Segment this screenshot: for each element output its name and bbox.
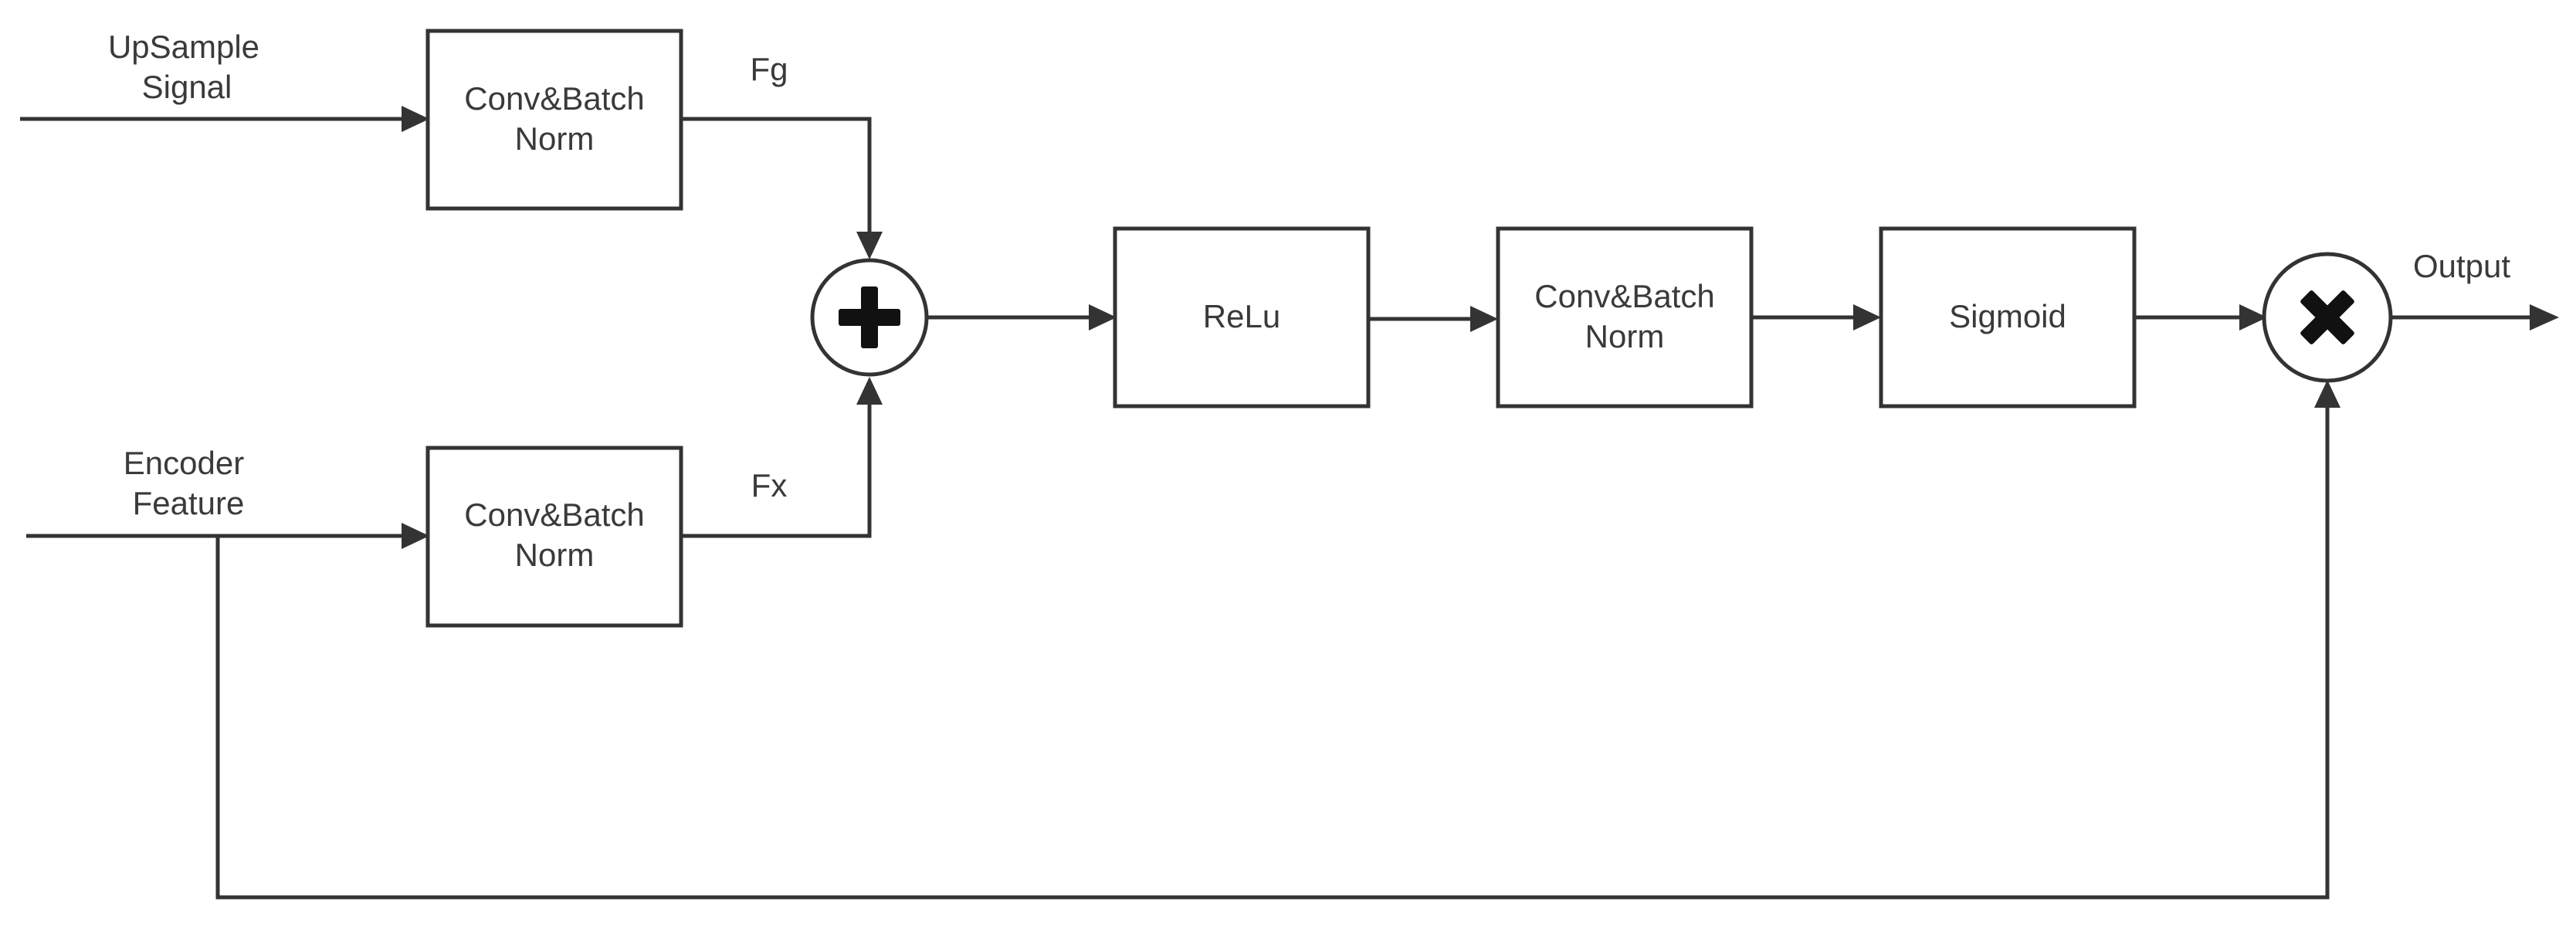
arrowhead xyxy=(1853,304,1881,331)
encoder-label-line: Encoder xyxy=(124,445,244,481)
block-label-line: Conv&Batch xyxy=(464,497,644,533)
upsample-label-line: UpSample xyxy=(108,29,259,65)
conv-batchnorm-psi-block: Conv&Batch Norm xyxy=(1496,226,1754,408)
block-label: Sigmoid xyxy=(1949,298,2066,334)
encoder-label-line: Feature xyxy=(133,485,245,521)
times-icon xyxy=(2300,290,2354,344)
upsample-label-line: Signal xyxy=(142,69,232,105)
block-label-line: Norm xyxy=(515,120,595,157)
arrowhead xyxy=(402,523,429,549)
block-label-line: Norm xyxy=(515,537,595,573)
relu-block: ReLu xyxy=(1113,226,1371,408)
conv-batchnorm-x-block: Conv&Batch Norm xyxy=(425,446,683,628)
plus-icon xyxy=(839,286,900,348)
arrowhead xyxy=(2314,380,2340,408)
fx-label: Fx xyxy=(751,467,788,503)
arrowhead xyxy=(402,106,429,132)
arrowhead xyxy=(2530,304,2559,331)
sigmoid-block: Sigmoid xyxy=(1879,226,2137,408)
fg-label: Fg xyxy=(750,51,788,87)
output-label: Output xyxy=(2413,248,2510,284)
conv-batchnorm-g-block: Conv&Batch Norm xyxy=(425,29,683,211)
arrowhead xyxy=(856,232,883,259)
multiply-operator xyxy=(2262,252,2393,383)
fg-wire xyxy=(681,117,872,232)
block-label-line: Norm xyxy=(1585,318,1665,354)
block-label-line: Conv&Batch xyxy=(464,80,644,117)
block-label: ReLu xyxy=(1203,298,1280,334)
arrowhead xyxy=(2239,304,2267,331)
skip-connection-wire xyxy=(215,408,2330,900)
fx-wire xyxy=(681,405,872,538)
block-label-line: Conv&Batch xyxy=(1534,278,1714,314)
arrowhead xyxy=(856,377,883,405)
add-operator xyxy=(810,258,929,377)
arrowhead xyxy=(1470,306,1498,332)
arrowhead xyxy=(1089,304,1117,331)
